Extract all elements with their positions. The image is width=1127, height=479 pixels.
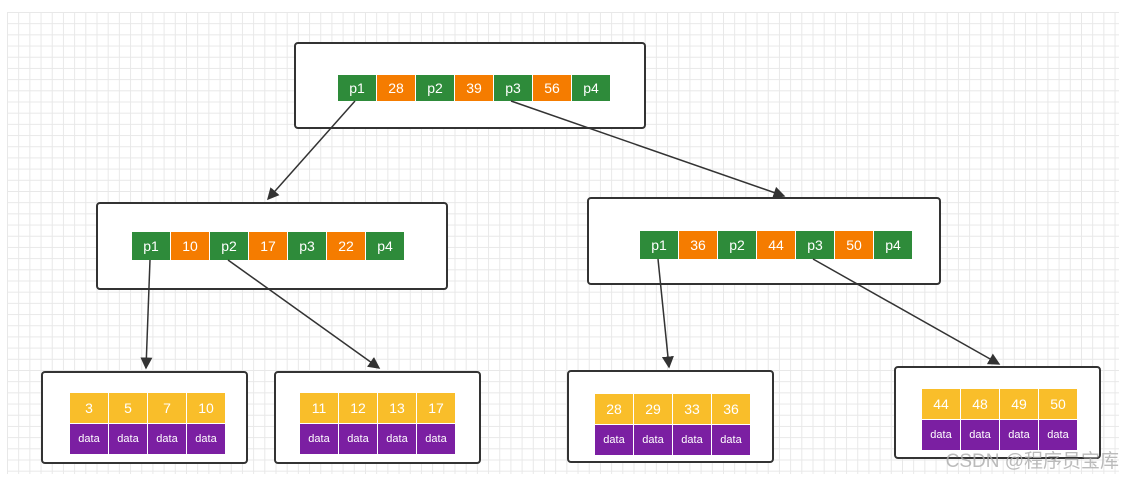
leaf-data-cell: data	[70, 424, 108, 454]
leaf-data-cell: data	[712, 425, 750, 455]
leaf-data-cell: data	[1000, 420, 1038, 450]
leaf-key-cell: 11	[300, 393, 338, 423]
internal-right-cell: p4	[874, 231, 912, 259]
arrow-left-p1	[140, 259, 153, 370]
leaf-data-cell: data	[378, 424, 416, 454]
leaf-key-cell: 29	[634, 394, 672, 424]
internal-left-cell: 22	[327, 232, 365, 260]
leaf-key-cell: 28	[595, 394, 633, 424]
leaf-data-cell: data	[300, 424, 338, 454]
leaf-key-cell: 44	[922, 389, 960, 419]
leaf-key-cell: 5	[109, 393, 147, 423]
leaf-key-cell: 17	[417, 393, 455, 423]
leaf-data-cell: data	[673, 425, 711, 455]
root-cell: 39	[455, 75, 493, 101]
leaf-key-cell: 10	[187, 393, 225, 423]
arrow-root-p1	[267, 100, 356, 201]
leaf-data-cell: data	[1039, 420, 1077, 450]
internal-right-cell: 50	[835, 231, 873, 259]
leaf-data-cell: data	[187, 424, 225, 454]
watermark: CSDN @程序员宝库	[945, 451, 1119, 472]
leaf-data-cell: data	[417, 424, 455, 454]
leaf-key-cell: 33	[673, 394, 711, 424]
leaf-data-cell: data	[961, 420, 999, 450]
arrow-right-p3	[812, 258, 1001, 365]
leaf-data-cell: data	[922, 420, 960, 450]
root-cell: 56	[533, 75, 571, 101]
root-cell: 28	[377, 75, 415, 101]
leaf-key-cell: 3	[70, 393, 108, 423]
arrow-right-p1	[657, 258, 674, 369]
leaf-data-cell: data	[595, 425, 633, 455]
leaf-data-cell: data	[634, 425, 672, 455]
internal-left-cell: 10	[171, 232, 209, 260]
internal-left-cell: p4	[366, 232, 404, 260]
leaf-data-cell: data	[109, 424, 147, 454]
root-cell: p3	[494, 75, 532, 101]
arrow-left-p2	[227, 259, 381, 369]
leaf-key-cell: 12	[339, 393, 377, 423]
root-cell: p4	[572, 75, 610, 101]
internal-left-cell: p2	[210, 232, 248, 260]
internal-right-cell: 36	[679, 231, 717, 259]
leaf-key-cell: 13	[378, 393, 416, 423]
internal-left-cell: 17	[249, 232, 287, 260]
root-cell: p2	[416, 75, 454, 101]
internal-right-cell: p1	[640, 231, 678, 259]
root-cell: p1	[338, 75, 376, 101]
leaf-key-cell: 49	[1000, 389, 1038, 419]
leaf-data-cell: data	[148, 424, 186, 454]
internal-right-cell: p3	[796, 231, 834, 259]
leaf-key-cell: 50	[1039, 389, 1077, 419]
leaf-data-cell: data	[339, 424, 377, 454]
leaf-key-cell: 7	[148, 393, 186, 423]
arrow-root-p3	[510, 100, 786, 199]
internal-left-cell: p1	[132, 232, 170, 260]
internal-right-cell: p2	[718, 231, 756, 259]
internal-left-cell: p3	[288, 232, 326, 260]
leaf-key-cell: 36	[712, 394, 750, 424]
leaf-key-cell: 48	[961, 389, 999, 419]
internal-right-cell: 44	[757, 231, 795, 259]
